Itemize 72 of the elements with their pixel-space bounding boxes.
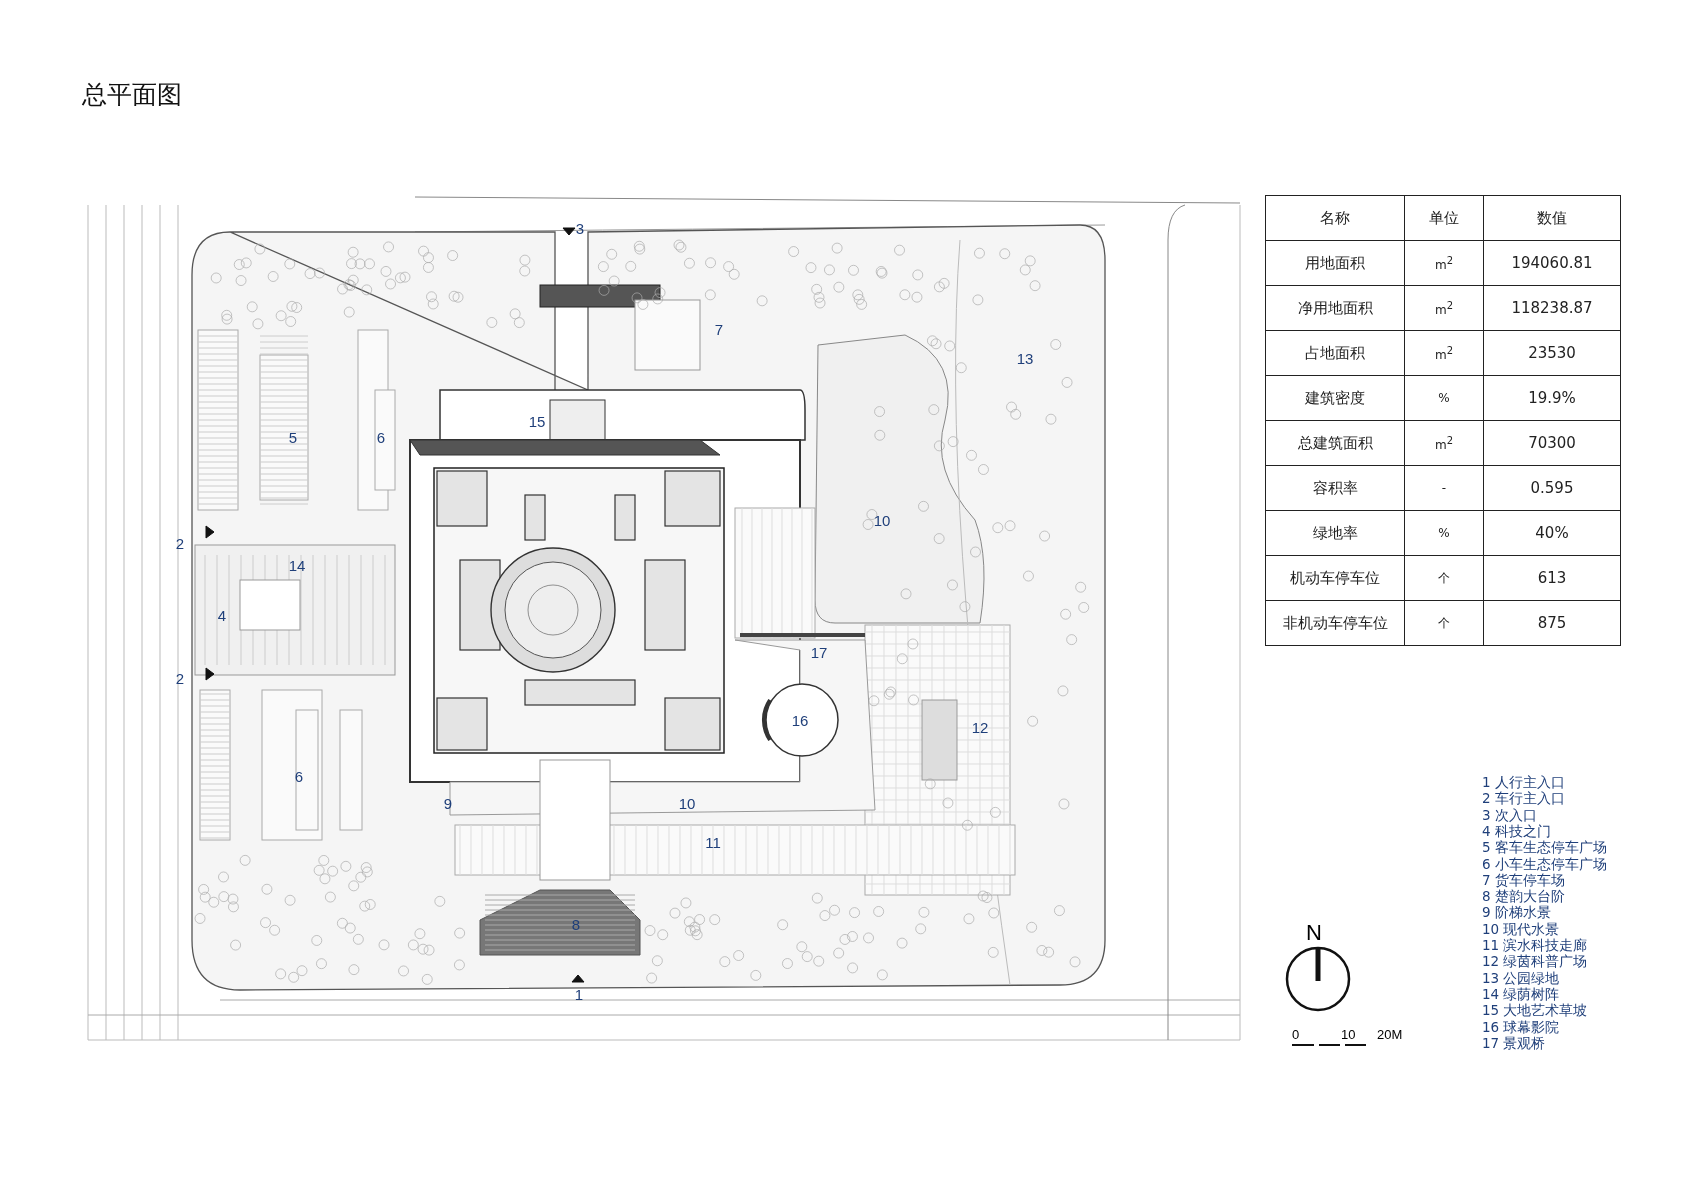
table-cell: m$^{2}$	[1404, 330, 1484, 376]
table-cell: 用地面积	[1265, 240, 1405, 286]
callout-number: 17	[810, 643, 828, 661]
callout-number: 6	[294, 767, 304, 785]
scale-label: 10	[1341, 1027, 1356, 1042]
table-cell: 118238.87	[1483, 285, 1621, 331]
table-cell: 613	[1483, 555, 1621, 601]
table-cell: 非机动车停车位	[1265, 600, 1405, 646]
legend-entry: 13 公园绿地	[1482, 969, 1560, 987]
table-cell: 个	[1404, 600, 1484, 646]
callout-number: 12	[971, 718, 989, 736]
table-cell: 占地面积	[1265, 330, 1405, 376]
callout-number: 11	[705, 833, 721, 851]
callout-number: 5	[288, 428, 298, 446]
table-cell: 19.9%	[1483, 375, 1621, 421]
callout-number: 8	[571, 915, 581, 933]
legend-entry: 14 绿荫树阵	[1482, 985, 1560, 1003]
table-cell: -	[1404, 465, 1484, 511]
callout-number: 6	[376, 428, 386, 446]
table-cell: 23530	[1483, 330, 1621, 376]
table-header-cell: 单位	[1404, 195, 1484, 241]
legend-entry: 6 小车生态停车广场	[1482, 855, 1607, 873]
legend-entry: 1 人行主入口	[1482, 774, 1565, 791]
legend-entry: 16 球幕影院	[1482, 1018, 1560, 1036]
legend-entry: 12 绿茵科普广场	[1482, 953, 1588, 971]
callout-number: 1	[574, 985, 584, 1003]
callout-number: 14	[288, 556, 306, 574]
legend-entry: 9 阶梯水景	[1482, 904, 1551, 922]
north-label: N	[1306, 920, 1322, 946]
table-cell: %	[1404, 510, 1484, 556]
callout-number: 10	[678, 794, 696, 812]
table-cell: 194060.81	[1483, 240, 1621, 286]
callout-number: 2	[175, 669, 185, 687]
legend-entry: 3 次入口	[1482, 806, 1537, 824]
legend-entry: 4 科技之门	[1482, 822, 1551, 840]
table-cell: 个	[1404, 555, 1484, 601]
legend-entry: 2 车行主入口	[1482, 790, 1565, 808]
callout-number: 10	[873, 511, 891, 529]
callout-number: 2	[175, 534, 185, 552]
callout-number: 4	[217, 606, 227, 624]
callout-number: 9	[443, 794, 453, 812]
table-cell: 875	[1483, 600, 1621, 646]
callout-number: 15	[528, 412, 546, 430]
table-cell: m$^{2}$	[1404, 285, 1484, 331]
legend-entry: 17 景观桥	[1482, 1034, 1546, 1053]
table-cell: 净用地面积	[1265, 285, 1405, 331]
table-cell: %	[1404, 375, 1484, 421]
scale-label: 0	[1292, 1027, 1300, 1042]
legend-entry: 11 滨水科技走廊	[1482, 937, 1588, 954]
table-header-cell: 数值	[1483, 195, 1621, 241]
legend-entry: 5 客车生态停车广场	[1482, 839, 1607, 857]
table-cell: 0.595	[1483, 465, 1621, 511]
scale-label: 20M	[1377, 1027, 1403, 1042]
table-cell: 总建筑面积	[1265, 420, 1405, 466]
table-cell: 70300	[1483, 420, 1621, 466]
table-cell: 建筑密度	[1265, 375, 1405, 421]
table-cell: m$^{2}$	[1404, 240, 1484, 286]
diagram-title: 总平面图	[82, 79, 182, 111]
legend-entry: 15 大地艺术草坡	[1482, 1002, 1588, 1020]
table-cell: 绿地率	[1265, 510, 1405, 556]
table-cell: 容积率	[1265, 465, 1405, 511]
table-cell: m$^{2}$	[1404, 420, 1484, 466]
callout-number: 3	[575, 219, 585, 237]
callout-number: 16	[791, 711, 809, 729]
legend-entry: 8 楚韵大台阶	[1482, 888, 1565, 905]
legend-entry: 7 货车停车场	[1482, 871, 1565, 889]
table-cell: 40%	[1483, 510, 1621, 556]
table-header-cell: 名称	[1265, 195, 1405, 241]
callout-number: 7	[714, 320, 724, 338]
callout-number: 13	[1016, 349, 1034, 367]
table-cell: 机动车停车位	[1265, 555, 1405, 601]
legend-entry: 10 现代水景	[1482, 920, 1560, 938]
